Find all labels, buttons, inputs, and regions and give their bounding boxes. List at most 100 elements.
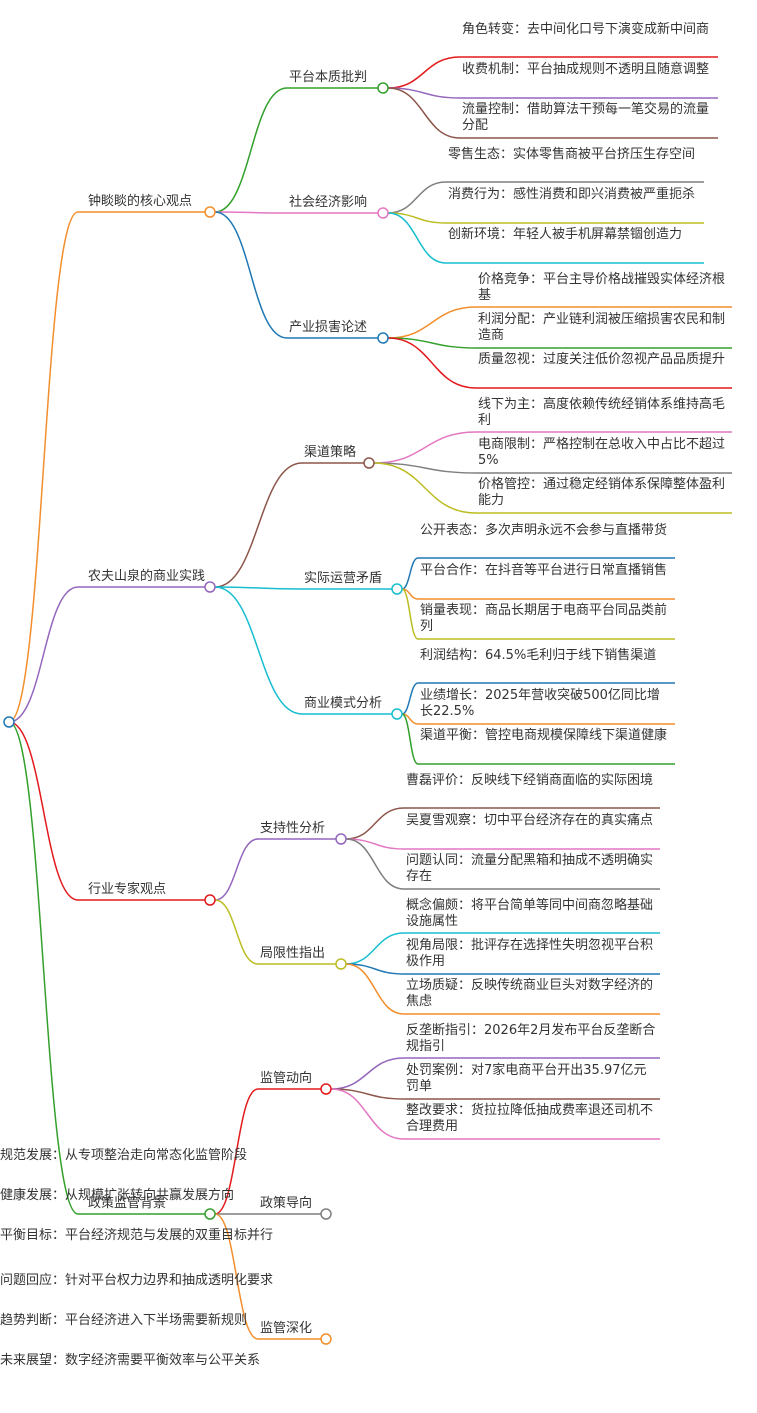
topic-connector [214, 1088, 259, 1215]
leaf-label: 整改要求：货拉拉降低抽成费率退还司机不合理费用 [406, 1103, 654, 1134]
topic-connector [214, 211, 288, 214]
topic-connector [214, 462, 303, 588]
topic-node[interactable] [391, 583, 403, 595]
topic-label: 社会经济影响 [289, 195, 368, 210]
leaf-connector [345, 963, 660, 975]
leaf-label: 角色转变：去中间化口号下演变成新中间商 [462, 22, 710, 37]
leaf-connector [387, 212, 704, 264]
leaf-connector [373, 431, 732, 464]
leaf-label: 健康发展：从规模扩张转向共赢发展方向 [0, 1188, 235, 1203]
leaf-label: 吴夏雪观察：切中平台经济存在的真实痛点 [406, 813, 654, 828]
leaf-label: 规范发展：从专项整治走向常态化监管阶段 [0, 1148, 248, 1163]
leaf-connector [345, 807, 660, 840]
topic-node[interactable] [391, 708, 403, 720]
branch-node[interactable] [204, 1208, 216, 1220]
leaf-label: 创新环境：年轻人被手机屏幕禁锢创造力 [448, 227, 683, 242]
topic-label: 监管动向 [260, 1071, 313, 1086]
leaf-connector [345, 838, 660, 890]
leaf-connector [387, 212, 704, 224]
leaf-connector [330, 1088, 660, 1100]
leaf-label: 问题认同：流量分配黑箱和抽成不透明确实存在 [406, 853, 654, 884]
leaf-connector [387, 56, 718, 89]
leaf-connector [330, 1088, 660, 1140]
topic-connector [214, 586, 303, 590]
branch-node[interactable] [204, 581, 216, 593]
leaf-label: 反垄断指引：2026年2月发布平台反垄断合规指引 [406, 1023, 656, 1054]
leaf-connector [401, 713, 675, 765]
leaf-label: 利润分配：产业链利润被压缩损害农民和制造商 [478, 312, 726, 343]
topic-connector [214, 838, 259, 901]
leaf-label: 线下为主：高度依赖传统经销体系维持高毛利 [478, 397, 726, 428]
topic-connector [214, 87, 288, 213]
leaf-label: 立场质疑：反映传统商业巨头对数字经济的焦虑 [406, 978, 654, 1009]
leaf-connector [387, 181, 704, 214]
leaf-connector [345, 963, 660, 1015]
topic-node[interactable] [377, 332, 389, 344]
topic-label: 局限性指出 [260, 946, 326, 961]
topic-connector [214, 586, 303, 715]
topic-label: 平台本质批判 [289, 70, 368, 85]
topic-node[interactable] [363, 457, 375, 469]
topic-connector [214, 211, 288, 339]
leaf-label: 趋势判断：平台经济进入下半场需要新规则 [0, 1313, 248, 1328]
leaf-label: 概念偏颇：将平台简单等同中间商忽略基础设施属性 [406, 898, 654, 929]
leaf-label: 公开表态：多次声明永远不会参与直播带货 [420, 523, 668, 538]
leaf-connector [387, 306, 732, 339]
topic-node[interactable] [377, 207, 389, 219]
topic-label: 监管深化 [260, 1321, 313, 1336]
branch-node[interactable] [204, 206, 216, 218]
topic-label: 支持性分析 [260, 821, 326, 836]
topic-label: 实际运营矛盾 [304, 571, 383, 586]
leaf-label: 价格管控：通过稳定经销体系保障整体盈利能力 [478, 477, 726, 508]
leaf-connector [387, 87, 718, 99]
branch-label: 行业专家观点 [88, 882, 167, 897]
topic-label: 商业模式分析 [304, 696, 383, 711]
topic-connector [214, 1213, 259, 1340]
leaf-connector [373, 462, 732, 514]
leaf-connector [387, 337, 732, 349]
branch-connector [8, 721, 79, 901]
leaf-label: 平衡目标：平台经济规范与发展的双重目标并行 [0, 1228, 274, 1243]
branch-label: 钟睒睒的核心观点 [88, 194, 193, 209]
leaf-connector [345, 838, 660, 850]
leaf-label: 曹磊评价：反映线下经销商面临的实际困境 [406, 773, 654, 788]
topic-label: 产业损害论述 [289, 320, 368, 335]
leaf-label: 销量表现：商品长期居于电商平台同品类前列 [420, 603, 668, 634]
branch-connector [8, 721, 79, 1215]
leaf-label: 收费机制：平台抽成规则不透明且随意调整 [462, 62, 710, 77]
branch-connector [8, 211, 79, 723]
leaf-connector [387, 337, 732, 389]
leaf-label: 质量忽视：过度关注低价忽视产品品质提升 [478, 352, 726, 367]
branch-node[interactable] [204, 894, 216, 906]
topic-label: 政策导向 [260, 1196, 313, 1211]
leaf-label: 零售生态：实体零售商被平台挤压生存空间 [448, 147, 696, 162]
branch-label: 政策监管背景 [88, 1196, 167, 1211]
topic-connector [214, 899, 259, 965]
leaf-label: 电商限制：严格控制在总收入中占比不超过5% [478, 437, 726, 468]
topic-node[interactable] [335, 833, 347, 845]
leaf-label: 利润结构：64.5%毛利归于线下销售渠道 [420, 648, 657, 663]
leaf-label: 流量控制：借助算法干预每一笔交易的流量分配 [462, 102, 710, 133]
root-node[interactable] [3, 716, 15, 728]
topic-node[interactable] [320, 1208, 332, 1220]
topic-node[interactable] [320, 1333, 332, 1345]
branch-label: 农夫山泉的商业实践 [88, 569, 206, 584]
leaf-connector [330, 1057, 660, 1090]
leaf-label: 消费行为：感性消费和即兴消费被严重扼杀 [448, 187, 696, 202]
leaf-label: 平台合作：在抖音等平台进行日常直播销售 [420, 563, 668, 578]
topic-node[interactable] [320, 1083, 332, 1095]
topic-node[interactable] [335, 958, 347, 970]
leaf-label: 未来展望：数字经济需要平衡效率与公平关系 [0, 1353, 261, 1368]
leaf-label: 视角局限：批评存在选择性失明忽视平台积极作用 [406, 938, 654, 969]
topic-label: 渠道策略 [304, 445, 357, 460]
topic-node[interactable] [377, 82, 389, 94]
leaf-connector [373, 462, 732, 474]
leaf-label: 业绩增长：2025年营收突破500亿同比增长22.5% [420, 688, 660, 719]
leaf-label: 问题回应：针对平台权力边界和抽成透明化要求 [0, 1273, 274, 1288]
leaf-label: 价格竞争：平台主导价格战摧毁实体经济根基 [478, 272, 726, 303]
leaf-connector [401, 557, 675, 590]
branch-connector [8, 586, 79, 723]
leaf-connector [345, 932, 660, 965]
